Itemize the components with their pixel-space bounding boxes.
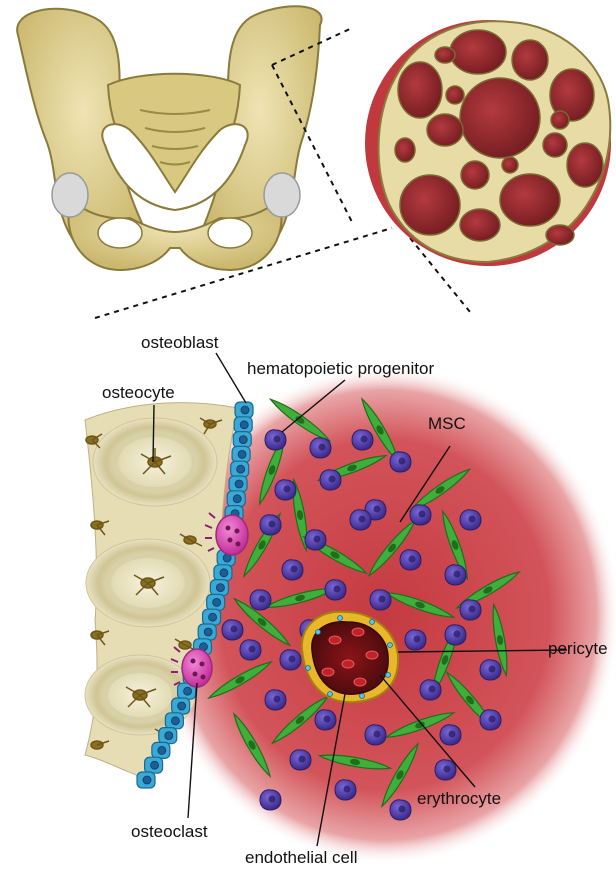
hematopoietic-cell <box>250 590 271 610</box>
osteoblast-cell <box>137 772 155 788</box>
hematopoietic-cell <box>275 480 296 500</box>
hematopoietic-cell <box>390 800 411 820</box>
label-pericyte: pericyte <box>548 640 608 657</box>
hematopoietic-cell <box>260 515 281 535</box>
hematopoietic-cell <box>265 690 286 710</box>
label-osteoclast: osteoclast <box>131 823 208 840</box>
osteoblast-cell <box>165 713 183 729</box>
osteoblast-cell <box>152 742 170 758</box>
osteoblast-cell <box>172 698 190 714</box>
hematopoietic-cell <box>445 565 466 585</box>
label-osteocyte: osteocyte <box>102 384 175 401</box>
hematopoietic-cell <box>460 510 481 530</box>
hematopoietic-cell <box>315 710 336 730</box>
hematopoietic-cell <box>460 600 481 620</box>
osteoblast-cell <box>234 417 252 433</box>
osteoblast-cell <box>232 446 250 462</box>
bone-marrow-niche <box>85 365 616 865</box>
hematopoietic-cell <box>435 760 456 780</box>
hematopoietic-cell <box>445 625 466 645</box>
hematopoietic-cell <box>290 750 311 770</box>
hematopoietic-cell <box>410 505 431 525</box>
osteoblast-cell <box>214 565 232 581</box>
label-erythrocyte: erythrocyte <box>417 790 501 807</box>
osteoblast-cell <box>235 402 253 418</box>
hematopoietic-cell <box>370 590 391 610</box>
hematopoietic-cell <box>420 680 441 700</box>
hematopoietic-cell <box>282 560 303 580</box>
osteoblast-cell <box>231 461 249 477</box>
hematopoietic-cell <box>352 430 373 450</box>
osteoblast-cell <box>207 594 225 610</box>
hematopoietic-cell <box>265 430 286 450</box>
osteoblast-cell <box>145 757 163 773</box>
osteoblast-cell <box>233 432 251 448</box>
osteoblast-cell <box>203 609 221 625</box>
hematopoietic-cell <box>480 660 501 680</box>
hematopoietic-cell <box>350 510 371 530</box>
hematopoietic-cell <box>310 438 331 458</box>
hematopoietic-cell <box>440 725 461 745</box>
hematopoietic-cell <box>240 640 261 660</box>
hematopoietic-cell <box>320 470 341 490</box>
pelvis-illustration <box>17 6 321 270</box>
hematopoietic-cell <box>305 530 326 550</box>
osteoblast-cell <box>229 476 247 492</box>
label-osteoblast: osteoblast <box>141 334 219 351</box>
osteoblast-cell <box>210 580 228 596</box>
osteoblast-cell <box>159 728 177 744</box>
label-msc: MSC <box>428 415 466 432</box>
label-hematopoietic-progenitor: hematopoietic progenitor <box>247 360 434 377</box>
osteoblast-cell <box>198 624 216 640</box>
hematopoietic-cell <box>480 710 501 730</box>
hematopoietic-cell <box>400 550 421 570</box>
hematopoietic-cell <box>280 650 301 670</box>
label-endothelial-cell: endothelial cell <box>245 849 357 866</box>
hematopoietic-cell <box>405 630 426 650</box>
hematopoietic-cell <box>390 452 411 472</box>
hematopoietic-cell <box>260 790 281 810</box>
hematopoietic-cell <box>335 780 356 800</box>
osteoblast-cell <box>227 491 245 507</box>
hematopoietic-cell <box>325 580 346 600</box>
trabecular-bone-zoom <box>365 20 611 266</box>
hematopoietic-cell <box>365 725 386 745</box>
hematopoietic-cell <box>222 620 243 640</box>
